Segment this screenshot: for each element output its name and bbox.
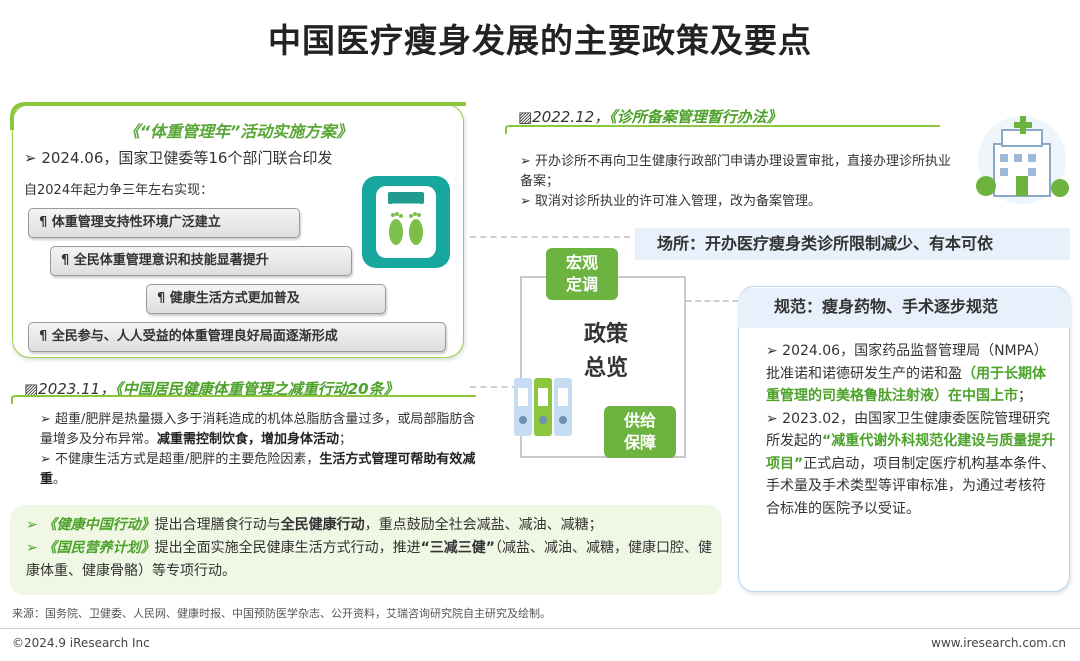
goal-pill-1: ¶ 体重管理支持性环境广泛建立 [28, 208, 300, 238]
sec2023-heading: ▨2023.11，《中国居民健康体重管理之减重行动20条》 [24, 378, 399, 399]
clinic-policy-doc-name: 《诊所备案管理暂行办法》 [609, 108, 782, 126]
macro-tag: 宏观定调 [546, 248, 618, 300]
goal-pill-3: ¶ 健康生活方式更加普及 [146, 284, 386, 314]
sec2023-bullet-1: ➢ 超重/肥胖是热量摄入多于消耗造成的机体总脂肪含量过多，或局部脂肪含量增多及分… [40, 412, 476, 447]
card1-issue-line: ➢ 2024.06，国家卫健委等16个部门联合印发 [24, 149, 333, 167]
clinic-policy-date: ▨2022.12， [518, 108, 610, 126]
scale-icon [362, 176, 450, 268]
clinic-bullet-1: ➢ 开办诊所不再向卫生健康行政部门申请办理设置审批，直接办理诊所执业备案； [520, 154, 952, 189]
national-plans-text: ➢ 《健康中国行动》提出合理膳食行动与全民健康行动，重点鼓励全社会减盐、减油、减… [26, 514, 716, 583]
sec2023-line [11, 395, 476, 404]
clinic-policy-line [505, 125, 940, 134]
card1-goal-intro: 自2024年起力争三年左右实现： [24, 183, 214, 198]
hospital-icon [976, 116, 1069, 204]
clinic-bullet-2: ➢ 取消对诊所执业的许可准入管理，改为备案管理。 [520, 194, 822, 209]
policy-overview-label: 政策总览 [583, 322, 628, 381]
clinic-policy-heading: ▨2022.12，《诊所备案管理暂行办法》 [518, 106, 782, 127]
national-plans-box [10, 505, 722, 595]
sec2023-doc-name: 《中国居民健康体重管理之减重行动20条》 [115, 380, 399, 398]
goal-pill-4: ¶ 全民参与、人人受益的体重管理良好局面逐渐形成 [28, 322, 446, 352]
card1-title: 《“体重管理年”活动实施方案》 [123, 122, 353, 141]
clinic-policy-bullets: ➢ 开办诊所不再向卫生健康行政部门申请办理设置审批，直接办理诊所执业备案； ➢ … [520, 152, 958, 212]
binders-icon [514, 378, 572, 436]
healthy-china-line: ➢ 《健康中国行动》提出合理膳食行动与全民健康行动，重点鼓励全社会减盐、减油、减… [26, 517, 603, 533]
supply-tag: 供给保障 [604, 406, 676, 458]
connector-left [470, 386, 518, 388]
website-url: www.iresearch.com.cn [931, 636, 1066, 650]
connector-right [686, 300, 738, 302]
copyright: ©2024.9 iResearch Inc [12, 636, 150, 650]
sec2023-bullets: ➢ 超重/肥胖是热量摄入多于消耗造成的机体总脂肪含量过多，或局部脂肪含量增多及分… [40, 410, 488, 490]
regulation-bullet-2: ➢ 2023.02，由国家卫生健康委医院管理研究所发起的“减重代谢外科规范化建设… [766, 410, 1056, 517]
place-summary-band: 场所：开办医疗瘦身类诊所限制减少、有本可依 [635, 228, 1070, 260]
regulation-bullet-1: ➢ 2024.06，国家药品监督管理局（NMPA）批准诺和诺德研发生产的诺和盈（… [766, 343, 1048, 404]
nutrition-plan-line: ➢ 《国民营养计划》提出全面实施全民健康生活方式行动，推进“三减三健”（减盐、减… [26, 540, 713, 579]
sec2023-bullet-2: ➢ 不健康生活方式是超重/肥胖的主要危险因素，生活方式管理可帮助有效减重。 [40, 452, 476, 487]
connector-top [470, 236, 630, 238]
page-title: 中国医疗瘦身发展的主要政策及要点 [268, 21, 812, 60]
sec2023-date: ▨2023.11， [24, 380, 116, 398]
regulation-card-body: ➢ 2024.06，国家药品监督管理局（NMPA）批准诺和诺德研发生产的诺和盈（… [766, 340, 1058, 520]
goal-pill-2: ¶ 全民体重管理意识和技能显著提升 [50, 246, 352, 276]
source-note: 来源：国务院、卫健委、人民网、健康时报、中国预防医学杂志、公开资料，艾瑞咨询研究… [12, 607, 551, 620]
regulation-card-header: 规范：瘦身药物、手术逐步规范 [738, 288, 1070, 328]
footer-divider [0, 628, 1080, 629]
regulation-card [738, 286, 1070, 592]
card-corner-accent [10, 102, 466, 130]
